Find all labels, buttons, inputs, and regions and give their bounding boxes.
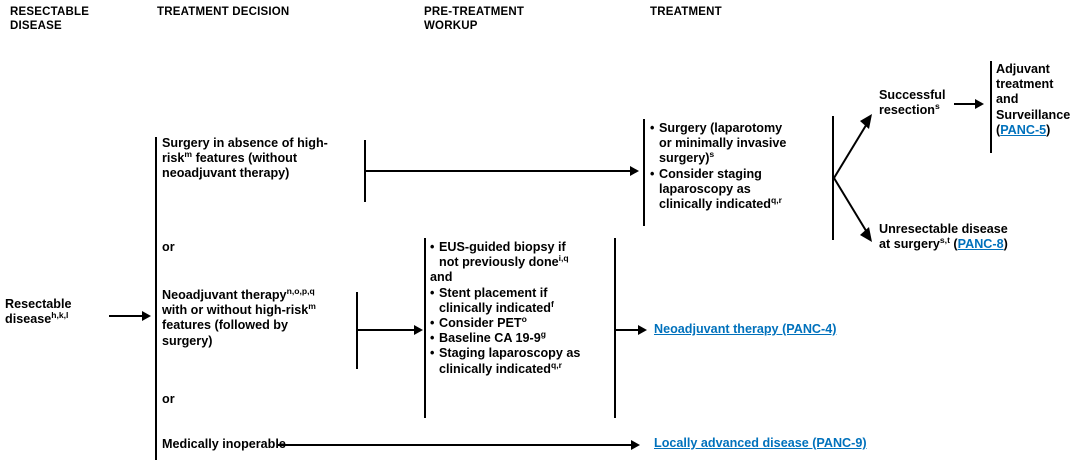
arrow-inoperable-to-locally-advanced-head <box>631 440 640 450</box>
workup-item-3: Consider PETo <box>430 313 612 332</box>
workup-item-0-line-1-superscript: i,q <box>558 253 569 264</box>
workup-item-4: Baseline CA 19-9g <box>430 329 612 347</box>
arrow-resection-to-adjuvant-line <box>954 103 979 105</box>
arrow-workup-to-neoadjuvant-link-head <box>638 325 647 335</box>
treatment-adjuvant-line-3: and <box>996 92 1019 107</box>
decision-option-neoadjuvant-line-4: surgery) <box>162 333 213 348</box>
column-header-treatment-decision: TREATMENT DECISION <box>157 6 290 18</box>
workup-item-3-line-0-superscript: o <box>521 313 527 324</box>
treatment-surgery-item-1-line-0: Consider staging <box>659 166 762 181</box>
column-header-pre-treatment-workup: PRE-TREATMENT WORKUP <box>424 6 525 32</box>
arrow-inoperable-to-locally-advanced-line <box>278 444 635 446</box>
treatment-adjuvant-line-5: (PANC-5) <box>996 122 1051 137</box>
treatment-successful-resection-line-2: resections <box>879 101 940 118</box>
decision-or-2: or <box>162 392 175 406</box>
link-neoadjuvant-therapy-panc-4-label[interactable]: Neoadjuvant therapy (PANC-4) <box>654 322 837 336</box>
treatment-surgery-item-0-line-2: surgery)s <box>659 149 715 166</box>
entry-line-1: Resectable <box>5 297 72 311</box>
workup-item-5-line-0: Staging laparoscopy as <box>439 346 581 361</box>
workup-item-0-line-0: EUS-guided biopsy if <box>439 240 566 254</box>
treatment-surgery-item-0-line-0: Surgery (laparotomy <box>659 121 783 135</box>
entry-superscript: h,k,l <box>51 310 69 321</box>
arrow-resection-to-adjuvant-head <box>975 99 984 109</box>
workup-item-2-line-1-superscript: f <box>551 298 554 309</box>
arrow-workup-to-neoadjuvant-link-line <box>614 329 642 331</box>
workup-item-5-line-1: clinically indicatedq,r <box>439 359 562 376</box>
decision-column-bracket <box>155 137 157 460</box>
column-header-treatment: TREATMENT <box>650 6 722 18</box>
treatment-adjuvant-line-1: Adjuvant <box>996 62 1050 76</box>
decision-or-1: or <box>162 240 175 254</box>
workup-left-bracket <box>424 238 426 418</box>
treatment-successful-resection: Successful resections <box>879 88 979 118</box>
decision-option-surgery-line-1: Surgery in absence of high- <box>162 136 328 150</box>
column-header-resectable-disease: RESECTABLE DISEASE <box>10 6 90 32</box>
workup-item-2-line-1: clinically indicatedf <box>439 298 554 315</box>
treatment-surgery-item-1-line-2: clinically indicatedq,r <box>659 194 782 212</box>
treatment-surgery-item-0-line-1: or minimally invasive <box>659 136 787 151</box>
workup-item-4-line-0-superscript: g <box>540 329 546 340</box>
arrow-entry-to-decision-head <box>142 311 151 321</box>
link-panc-5[interactable]: PANC-5 <box>1000 122 1047 137</box>
treatment-surgery-item-1-line-1: laparoscopy as <box>659 181 751 196</box>
arrow-neoadjuvant-to-workup-head <box>414 325 423 335</box>
decision-option-medically-inoperable: Medically inoperable <box>162 437 286 451</box>
workup-item-1-line-0: and <box>430 270 453 285</box>
decision-option-surgery-line-2: riskm features (without <box>162 149 298 166</box>
treatment-adjuvant-line-4: Surveillance <box>996 107 1071 122</box>
adjuvant-left-bracket <box>990 61 992 153</box>
treatment-successful-resection-line-1: Successful <box>879 88 946 102</box>
treatment-surgery-left-bracket <box>643 119 645 226</box>
decision-option-neoadjuvant-line-1: Neoadjuvant therapyn,o,p,q <box>162 285 315 302</box>
treatment-unresectable-block: Unresectable disease at surgerys,t (PANC… <box>879 222 1079 252</box>
workup-item-2-line-0: Stent placement if <box>439 285 548 300</box>
entry-line-2: diseaseh,k,l <box>5 310 69 327</box>
entry-node-resectable-disease: Resectable diseaseh,k,l <box>5 297 135 327</box>
decision-option-neoadjuvant: Neoadjuvant therapyn,o,p,q with or witho… <box>162 285 372 349</box>
treatment-surgery-item-1-line-2-superscript: q,r <box>771 194 782 205</box>
treatment-outcome-branch <box>832 114 872 242</box>
decision-option-neoadjuvant-line-3: features (followed by <box>162 318 288 333</box>
link-locally-advanced-disease-panc-9-label[interactable]: Locally advanced disease (PANC-9) <box>654 436 867 450</box>
arrow-entry-to-decision-line <box>109 315 143 317</box>
treatment-surgery-item-0-line-2-superscript: s <box>709 149 715 160</box>
workup-right-bracket <box>614 238 616 418</box>
arrow-surgery-to-treatment-line <box>364 170 634 172</box>
workup-item-1: and <box>430 270 612 285</box>
treatment-unresectable-line-2: at surgerys,t (PANC-8) <box>879 235 1008 252</box>
workup-item-5-line-1-superscript: q,r <box>551 359 562 370</box>
decision-option-surgery: Surgery in absence of high- riskm featur… <box>162 136 362 182</box>
workup-item-0-line-1: not previously donei,q <box>439 253 569 270</box>
decision-option-neoadjuvant-line-2: with or without high-riskm <box>162 301 316 318</box>
treatment-unresectable-line-1: Unresectable disease <box>879 222 1008 236</box>
arrow-surgery-to-treatment-head <box>630 166 639 176</box>
treatment-adjuvant-block: Adjuvant treatment and Surveillance (PAN… <box>996 62 1080 138</box>
link-panc-8[interactable]: PANC-8 <box>957 237 1004 252</box>
treatment-adjuvant-line-2: treatment <box>996 77 1054 92</box>
workup-item-4-line-0: Baseline CA 19-9g <box>439 329 546 346</box>
workup-item-3-line-0: Consider PETo <box>439 313 527 331</box>
link-locally-advanced-disease-panc-9[interactable]: Locally advanced disease (PANC-9) <box>654 436 867 451</box>
decision-option-surgery-line-3: neoadjuvant therapy) <box>162 166 290 181</box>
arrow-neoadjuvant-to-workup-line <box>356 329 418 331</box>
link-neoadjuvant-therapy-panc-4[interactable]: Neoadjuvant therapy (PANC-4) <box>654 322 836 337</box>
